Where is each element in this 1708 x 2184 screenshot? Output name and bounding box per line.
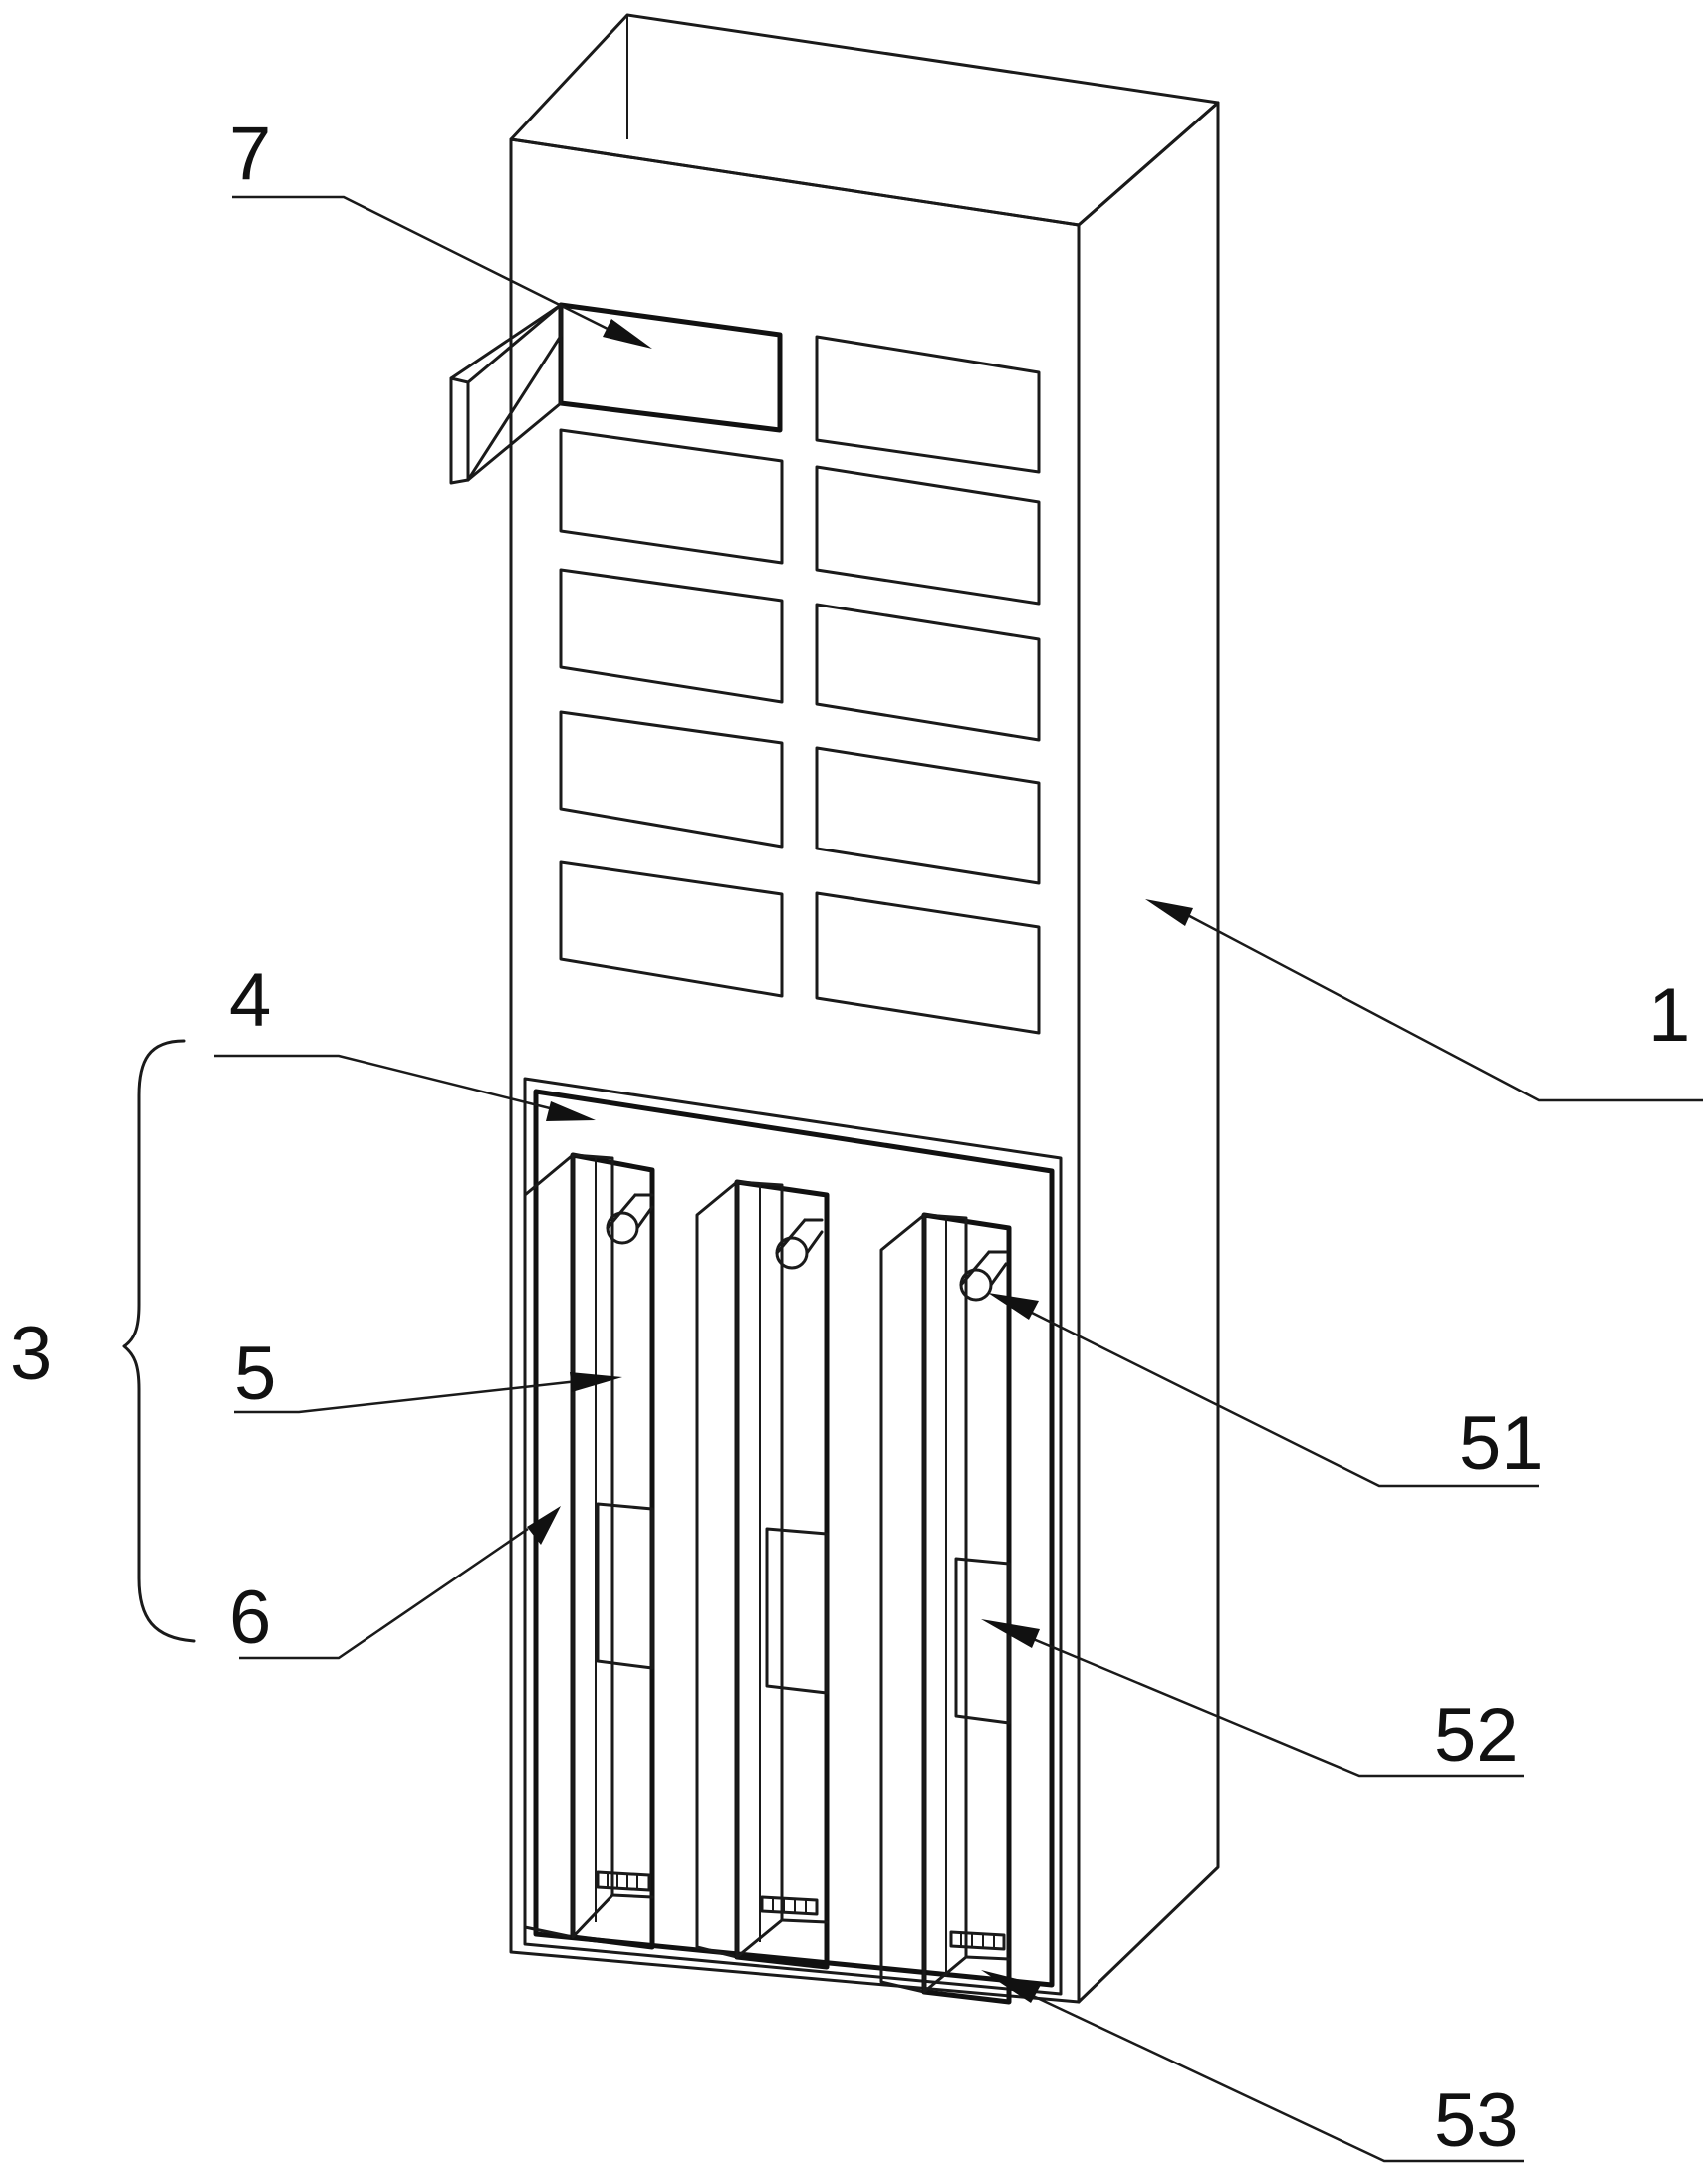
compartment-door	[817, 337, 1039, 472]
drawer-3	[881, 1215, 1009, 2002]
drawer-2	[697, 1182, 827, 1967]
label-51: 51	[1459, 1401, 1544, 1486]
leader-1	[1180, 911, 1703, 1100]
compartment-door	[561, 430, 782, 563]
label-6: 6	[229, 1576, 271, 1660]
compartment-grid	[561, 305, 1039, 1033]
arrowhead-6	[527, 1506, 561, 1545]
drawer-1-roller	[608, 1195, 652, 1243]
drawer-3-vent	[951, 1932, 1004, 1949]
compartment-door	[817, 893, 1039, 1033]
open-door-flap	[451, 305, 561, 483]
drawer-3-roller	[961, 1252, 1006, 1300]
group-brace	[124, 1041, 194, 1641]
label-5: 5	[234, 1332, 276, 1416]
arrowhead-4	[546, 1101, 596, 1121]
arrowhead-7	[603, 319, 652, 349]
label-3: 3	[10, 1312, 52, 1396]
compartment-door	[561, 712, 782, 847]
leader-lines	[214, 197, 1703, 2161]
label-4: 4	[229, 958, 271, 1043]
reference-labels: 7 1 4 3 5 6 51 52 53	[10, 112, 1690, 2163]
label-7: 7	[229, 112, 271, 196]
compartment-door-open-slot	[561, 305, 780, 430]
label-53: 53	[1434, 2078, 1519, 2163]
compartment-door	[817, 605, 1039, 740]
lower-frame	[525, 1079, 1061, 1994]
compartment-door	[561, 570, 782, 702]
drawer-1-vent	[598, 1872, 649, 1890]
leader-4	[214, 1056, 558, 1110]
label-1: 1	[1648, 973, 1690, 1058]
drawer-2-vent	[762, 1897, 817, 1914]
drawer-2-roller	[777, 1220, 822, 1268]
leader-6	[239, 1529, 528, 1658]
compartment-door	[561, 862, 782, 996]
compartment-door	[817, 467, 1039, 604]
compartment-door	[817, 748, 1039, 883]
drawer-1	[525, 1155, 652, 1947]
label-52: 52	[1434, 1693, 1519, 1778]
arrowhead-1	[1145, 899, 1193, 926]
arrowhead-51	[988, 1293, 1039, 1320]
